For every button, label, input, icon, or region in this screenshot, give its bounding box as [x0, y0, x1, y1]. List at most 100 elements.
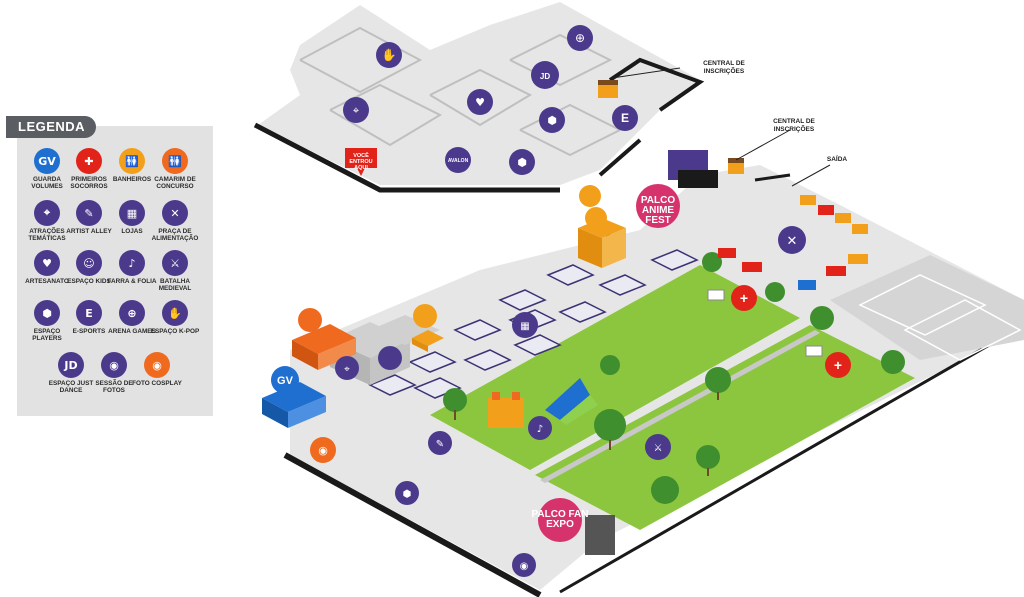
- esports-marker: [612, 105, 638, 131]
- trees: [443, 252, 905, 504]
- legend-item: ⊕ARENA GAMES: [104, 300, 160, 335]
- legend-item-label: PRIMEIROS SOCORROS: [70, 176, 108, 191]
- cosplay-photo-icon: ◉: [144, 352, 170, 378]
- cosplay-photo-marker: [310, 437, 336, 463]
- kids-inflatables: [488, 378, 598, 428]
- legend-item: ⚔ BATALHA MEDIEVAL: [147, 250, 203, 292]
- legend-item-label: SESSÃO DE FOTOS: [95, 380, 133, 395]
- party-icon: ♪: [119, 250, 145, 276]
- lower-markers: GV ◉ ⌖ ▦ ♪ ✎ ⬢ ⚔ ✕ ◉ + +: [271, 150, 851, 577]
- food-court-marker: [778, 226, 806, 254]
- svg-text:◉: ◉: [318, 444, 328, 457]
- svg-text:+: +: [740, 290, 748, 306]
- svg-text:▦: ▦: [520, 321, 529, 332]
- svg-text:⬢: ⬢: [403, 489, 412, 500]
- kids-marker: [378, 346, 402, 370]
- anime-fest-stage-label: PALCO ANIME FEST: [640, 195, 676, 226]
- gv-marker: [271, 366, 299, 394]
- svg-text:⌖: ⌖: [353, 104, 359, 117]
- players-marker-upper: [539, 107, 565, 133]
- kpop-marker: [376, 42, 402, 68]
- legend-item: ☺ESPAÇO KIDS: [61, 250, 117, 285]
- crafts-marker: [467, 89, 493, 115]
- players-marker-lower: [395, 481, 419, 505]
- svg-text:JD: JD: [540, 72, 550, 81]
- store-icon: ▦: [119, 200, 145, 226]
- store-marker: [512, 312, 538, 338]
- themed-attraction-marker: [343, 97, 369, 123]
- crafts-icon: ♥: [34, 250, 60, 276]
- legend-item-label: ATRAÇÕES TEMÁTICAS: [28, 228, 66, 243]
- svg-text:⬢: ⬢: [517, 156, 527, 169]
- svg-text:♥: ♥: [475, 96, 485, 109]
- legend-item: GV GUARDA VOLUMES: [19, 148, 75, 190]
- svg-text:✕: ✕: [787, 234, 798, 249]
- legend-title: LEGENDA: [6, 116, 96, 138]
- legend-item: ▦LOJAS: [104, 200, 160, 235]
- legend-item-label: ESPAÇO K-POP: [150, 328, 200, 335]
- svg-text:AQUI: AQUI: [354, 165, 368, 171]
- legend-item-label: PRAÇA DE ALIMENTAÇÃO: [151, 228, 199, 243]
- svg-text:GV: GV: [277, 375, 294, 387]
- fan-expo-stage-label: PALCO FAN EXPO: [531, 509, 589, 530]
- restroom-marker-3: [413, 304, 437, 328]
- svg-text:⊕: ⊕: [575, 31, 585, 45]
- food-court-icon: ✕: [162, 200, 188, 226]
- legend-item-label: BATALHA MEDIEVAL: [158, 278, 192, 293]
- themed-attraction-marker-2: [335, 356, 359, 380]
- svg-text:♪: ♪: [537, 424, 543, 435]
- legend-item: 🚻 CAMARIM DE CONCURSO: [147, 148, 203, 190]
- photo-session-icon: ◉: [101, 352, 127, 378]
- players-marker: [509, 149, 535, 175]
- contest-dressing-icon: 🚻: [162, 148, 188, 174]
- party-marker: [528, 416, 552, 440]
- svg-text:VOCÊ: VOCÊ: [353, 151, 369, 159]
- legend-item-label: ARTESANATO: [25, 278, 69, 285]
- gv-icon: GV: [34, 148, 60, 174]
- legend-item: ✎ARTIST ALLEY: [61, 200, 117, 235]
- legend-item-label: FOTO COSPLAY: [132, 380, 182, 387]
- exit-label: SAÍDA: [826, 156, 848, 163]
- legend-item: ◉ SESSÃO DE FOTOS: [86, 352, 142, 394]
- legend-item-label: FARRA & FOLIA: [107, 278, 157, 285]
- legend-item: E E-SPORTS: [61, 300, 117, 335]
- legend-item: ⬢ESPAÇO PLAYERS: [19, 300, 75, 342]
- svg-text:ENTROU: ENTROU: [349, 159, 372, 165]
- legend-item-label: E-SPORTS: [72, 328, 106, 335]
- svg-text:AVALON: AVALON: [448, 158, 469, 164]
- legend-item-label: ARENA GAMES: [108, 328, 156, 335]
- fan-expo-stage-marker: [538, 498, 582, 542]
- just-dance-icon: JD: [58, 352, 84, 378]
- first-aid-marker-1: [731, 285, 757, 311]
- svg-text:E: E: [621, 111, 629, 125]
- lawn-south: [535, 325, 915, 530]
- restroom-icon: 🚻: [119, 148, 145, 174]
- registration-label-upper: CENTRAL DE INSCRIÇÕES: [703, 60, 745, 75]
- restroom-marker-2: [585, 207, 607, 229]
- svg-text:◉: ◉: [520, 561, 529, 572]
- svg-text:⬢: ⬢: [547, 114, 557, 127]
- avalon-marker: [445, 147, 471, 173]
- contest-dressing-marker: [298, 308, 322, 332]
- facility-blocks: [262, 218, 626, 428]
- medieval-battle-icon: ⚔: [162, 250, 188, 276]
- legend-item: ⌖ATRAÇÕES TEMÁTICAS: [19, 200, 75, 242]
- legend-item: 🚻BANHEIROS: [104, 148, 160, 183]
- you-are-here-pin: [345, 148, 377, 176]
- esports-icon: E: [76, 300, 102, 326]
- legend-item: ✚ PRIMEIROS SOCORROS: [61, 148, 117, 190]
- svg-text:✋: ✋: [382, 48, 397, 62]
- tents: [368, 249, 699, 399]
- legend-item: ♪ FARRA & FOLIA: [104, 250, 160, 285]
- just-dance-marker: [531, 61, 559, 89]
- first-aid-icon: ✚: [76, 148, 102, 174]
- players-area-icon: ⬢: [34, 300, 60, 326]
- svg-text:⌖: ⌖: [344, 364, 350, 375]
- legend-item-label: ESPAÇO KIDS: [67, 278, 111, 285]
- legend-item-label: GUARDA VOLUMES: [31, 176, 63, 191]
- legend-item-label: CAMARIM DE CONCURSO: [154, 176, 196, 191]
- kpop-icon: ✋: [162, 300, 188, 326]
- food-trucks: [707, 195, 868, 357]
